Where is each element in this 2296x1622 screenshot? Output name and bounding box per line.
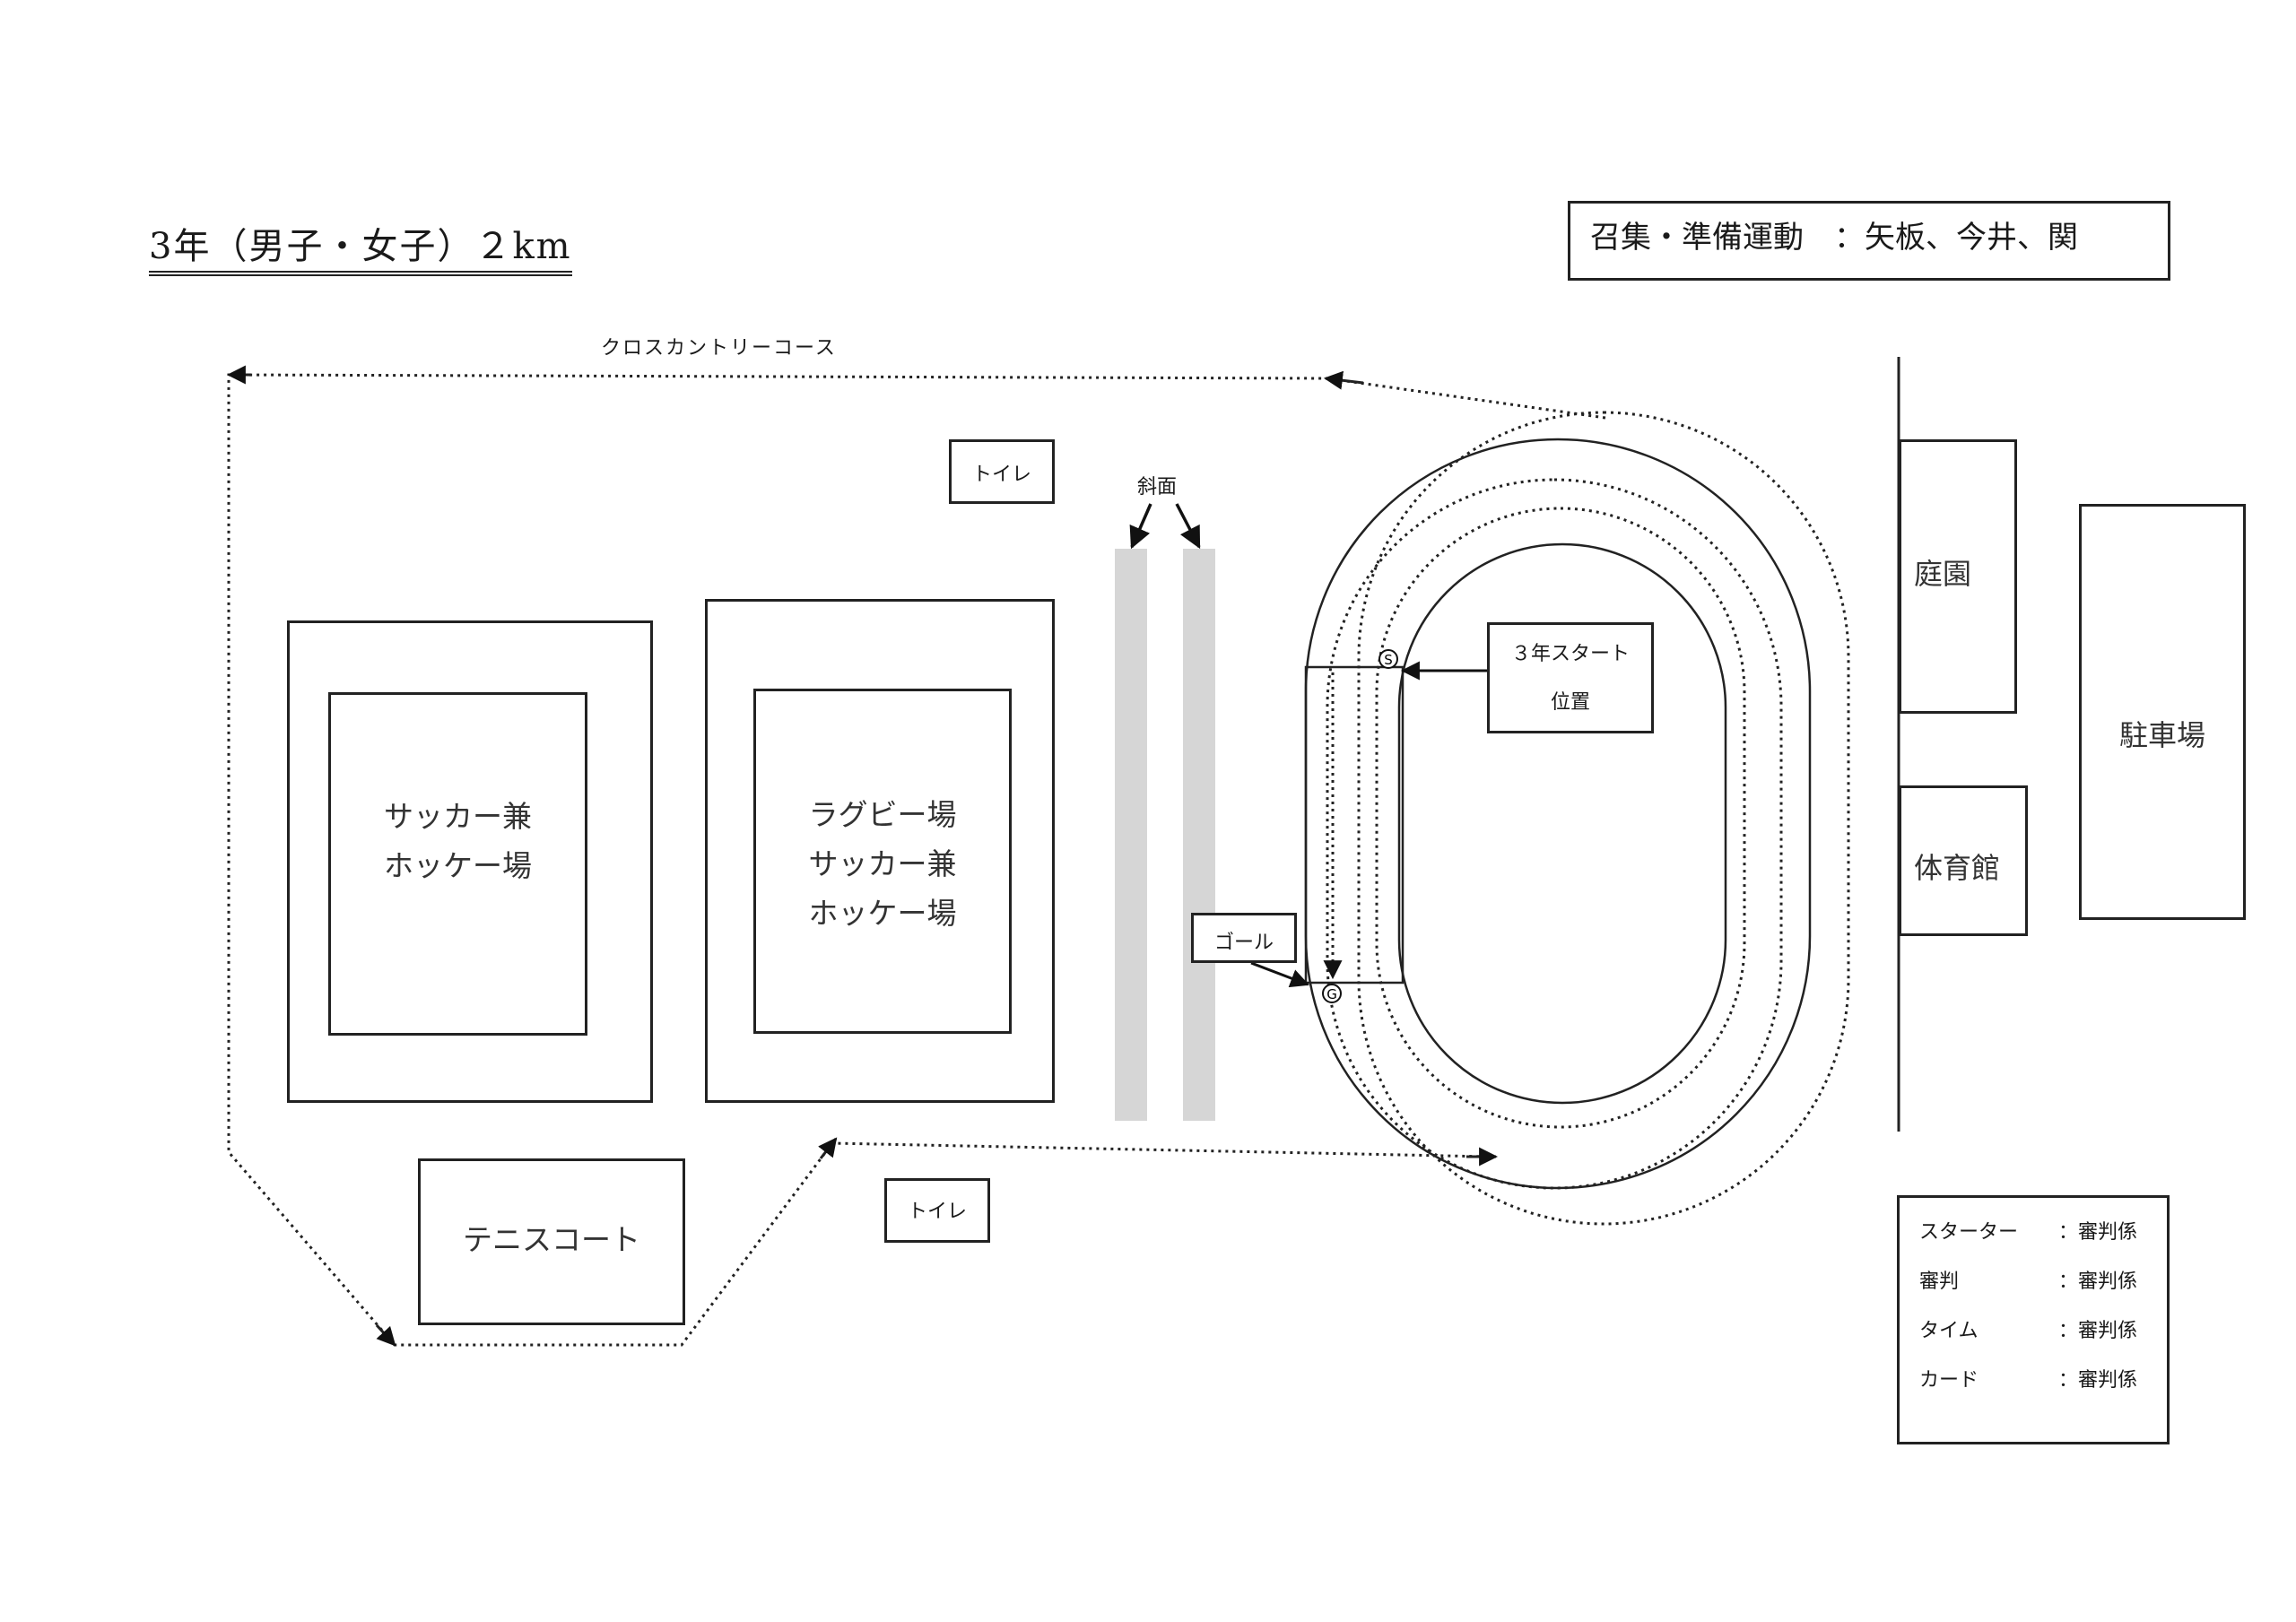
legend-role: タイム xyxy=(1919,1320,1979,1342)
course-loop-inner xyxy=(1375,507,1746,1129)
field1-label-line2: ホッケー場 xyxy=(384,848,532,883)
page-title: 3年（男子・女子）２km xyxy=(149,217,572,276)
course-loop-outer xyxy=(1357,411,1850,1226)
start-marker-letter: S xyxy=(1384,652,1393,668)
legend-value: ：審判係 xyxy=(2058,1221,2138,1244)
goal-marker-letter: G xyxy=(1326,986,1337,1002)
course-arrow-top-right xyxy=(1323,370,1364,390)
legend-value: ：審判係 xyxy=(2058,1369,2138,1392)
legend-role: 審判 xyxy=(1919,1271,1960,1293)
staff-assignment-text: 召集・準備運動 ：矢板、今井、関 xyxy=(1590,220,2078,256)
tennis-court-label: テニスコート xyxy=(463,1222,640,1257)
course-label: クロスカントリーコース xyxy=(601,337,837,360)
legend-row: 審判 ：審判係 xyxy=(1919,1265,2137,1294)
start-position-box: ３年スタート 位置 xyxy=(1487,622,1654,733)
tennis-court: テニスコート xyxy=(418,1158,685,1325)
legend-role: スターター xyxy=(1919,1221,2019,1244)
course-loop-middle xyxy=(1326,478,1783,1190)
cross-country-course xyxy=(227,373,1606,1347)
toilet-top-label: トイレ xyxy=(971,464,1031,486)
slope-label: 斜面 xyxy=(1137,476,1178,499)
legend-row: タイム ：審判係 xyxy=(1919,1314,2137,1343)
start-marker-circle xyxy=(1378,649,1398,669)
legend-value: ：審判係 xyxy=(2058,1320,2138,1342)
slope-strip-left xyxy=(1115,549,1147,1121)
field2-label-line2: サッカー兼 xyxy=(808,846,957,881)
gym-label: 体育館 xyxy=(1914,851,2001,885)
parking-label: 駐車場 xyxy=(2118,718,2205,752)
garden-building: 庭園 xyxy=(1899,439,2017,714)
toilet-top: トイレ xyxy=(949,439,1055,504)
gym-building: 体育館 xyxy=(1899,785,2028,936)
soccer-hockey-field-inner: サッカー兼 ホッケー場 xyxy=(328,692,587,1036)
slope-arrow-left xyxy=(1129,503,1152,550)
slope-arrow-right xyxy=(1175,503,1201,550)
rugby-field-inner: ラグビー場 サッカー兼 ホッケー場 xyxy=(753,689,1012,1034)
start-position-label-line1: ３年スタート xyxy=(1510,643,1630,665)
toilet-bottom: トイレ xyxy=(884,1178,990,1243)
legend-row: カード ：審判係 xyxy=(1919,1364,2137,1392)
slope-strip-right xyxy=(1183,549,1215,1121)
goal-pointer-arrow xyxy=(1250,961,1309,988)
legend-role: カード xyxy=(1919,1369,1979,1392)
goal-label: ゴール xyxy=(1213,932,1274,954)
toilet-bottom-label: トイレ xyxy=(907,1201,967,1223)
goal-marker-circle xyxy=(1322,984,1342,1003)
track-inner xyxy=(1397,542,1727,1105)
field2-label-line3: ホッケー場 xyxy=(808,896,957,931)
roles-legend-box: スターター ：審判係 審判 ：審判係 タイム ：審判係 カード ：審判係 xyxy=(1897,1195,2170,1444)
field1-label-line1: サッカー兼 xyxy=(384,799,532,834)
legend-value: ：審判係 xyxy=(2058,1271,2138,1293)
course-arrow-bottom-left xyxy=(375,1323,396,1347)
legend-row: スターター ：審判係 xyxy=(1919,1216,2137,1245)
track-outer xyxy=(1304,438,1812,1190)
course-arrow-bottom-mid xyxy=(818,1137,838,1159)
field2-label-line1: ラグビー場 xyxy=(808,797,957,832)
staff-assignment-box: 召集・準備運動 ：矢板、今井、関 xyxy=(1568,201,2170,281)
start-goal-straight xyxy=(1304,665,1405,984)
start-position-label-line2: 位置 xyxy=(1550,691,1590,714)
garden-label: 庭園 xyxy=(1914,557,1972,591)
parking-area: 駐車場 xyxy=(2079,504,2246,920)
goal-box: ゴール xyxy=(1191,913,1297,963)
